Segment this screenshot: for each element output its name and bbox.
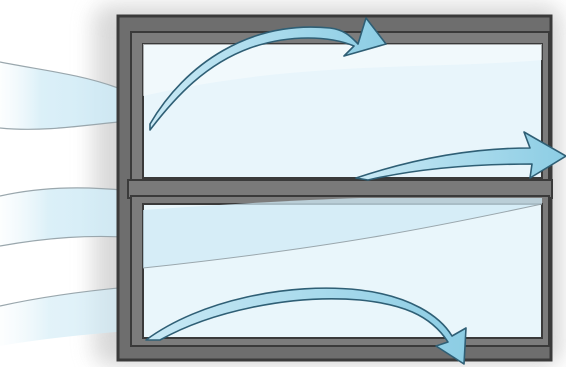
- lower-sash: [130, 195, 550, 347]
- double-hung-window-icon: [116, 14, 553, 362]
- airflow-arrow-icon: [145, 17, 566, 365]
- incoming-air-currents: [0, 61, 141, 346]
